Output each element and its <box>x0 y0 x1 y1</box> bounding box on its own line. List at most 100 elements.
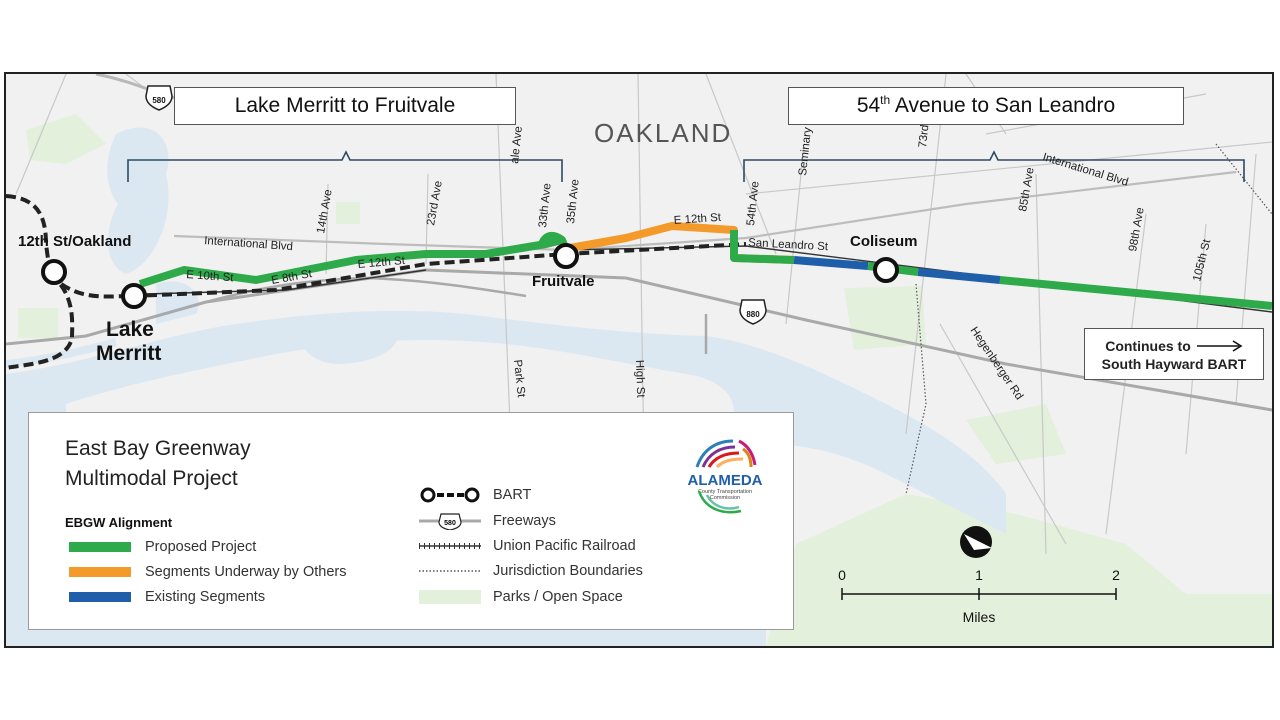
legend-item-existing: Existing Segments <box>69 587 265 607</box>
continues-line2: South Hayward BART <box>1101 356 1247 372</box>
alameda-ctc-logo: ALAMEDA County Transportation Commission <box>688 439 763 514</box>
street <box>745 141 1272 195</box>
street-label: 33th Ave <box>537 183 554 229</box>
stations-layer <box>41 243 899 309</box>
section-label-right-text: Avenue to San Leandro <box>890 94 1116 117</box>
station-12th-st[interactable] <box>41 259 67 285</box>
legend-alignment-heading: EBGW Alignment <box>65 515 173 530</box>
bracket-left <box>127 150 563 182</box>
street <box>15 74 67 195</box>
street-label: 35th Ave <box>565 179 582 225</box>
park-area <box>844 286 926 350</box>
station-label-lake-merritt-2: Merritt <box>96 342 161 365</box>
legend-title-line2: Multimodal Project <box>65 467 238 490</box>
park-swatch <box>419 590 481 604</box>
street-label: E 12th St <box>357 255 406 271</box>
station-lake-merritt[interactable] <box>121 283 147 309</box>
scale-bar <box>841 588 1117 600</box>
legend-item-underway: Segments Underway by Others <box>69 562 346 582</box>
legend-title-line1: East Bay Greenway <box>65 437 251 460</box>
arrow-right-icon <box>1196 340 1243 352</box>
freeway-shield-icon <box>145 85 173 111</box>
north-arrow-icon <box>960 526 992 558</box>
section-label-right-suffix: th <box>880 93 891 107</box>
park-area <box>26 114 106 164</box>
bart-segment <box>6 272 75 370</box>
section-label-left: Lake Merritt to Fruitvale <box>234 94 456 117</box>
bart-segment <box>131 242 747 298</box>
boundary-icon <box>419 570 481 572</box>
legend-item-parks: Parks / Open Space <box>419 587 623 607</box>
street-label: Park St <box>511 359 527 399</box>
station-fruitvale[interactable] <box>553 243 579 269</box>
street-label: Seminary <box>797 127 814 177</box>
legend-label: Union Pacific Railroad <box>493 538 636 554</box>
station-label-coliseum: Coliseum <box>850 233 918 250</box>
proposed-swatch <box>69 542 131 552</box>
park-area <box>966 404 1066 464</box>
legend-item-freeways: 580 Freeways <box>419 511 556 531</box>
freeway-icon: 580 <box>419 513 481 530</box>
street-label: E 12th St <box>673 212 722 227</box>
street-label: 54th Ave <box>745 181 762 227</box>
street <box>325 183 329 275</box>
proposed-segment-west <box>138 236 570 288</box>
underway-swatch <box>69 567 131 577</box>
jurisdiction-boundary <box>905 283 927 495</box>
shield-label: 880 <box>746 310 760 319</box>
scale-label: 1 <box>975 567 983 583</box>
park-area <box>766 494 1272 646</box>
continues-line1: Continues to <box>1105 338 1191 354</box>
freeway-shield-icon <box>739 299 767 325</box>
station-label-12th-st: 12th St/Oakland <box>18 233 131 250</box>
shield-label: 580 <box>152 96 166 105</box>
jurisdiction-boundary <box>1215 143 1272 215</box>
proposed-segment-west <box>538 231 565 246</box>
existing-segment <box>917 268 1001 284</box>
scale-unit: Miles <box>963 609 996 625</box>
street-label: High St <box>633 360 646 399</box>
logo-sub2: Commission <box>710 495 740 501</box>
station-label-fruitvale: Fruitvale <box>532 273 595 290</box>
street <box>705 74 777 255</box>
proposed-segment-east <box>730 230 795 264</box>
continues-box: Continues to South Hayward BART <box>1084 328 1264 380</box>
legend-item-proposed: Proposed Project <box>69 537 256 557</box>
legend-label: Proposed Project <box>145 539 257 555</box>
section-brackets <box>127 150 1245 182</box>
legend-label: Segments Underway by Others <box>145 564 347 580</box>
station-coliseum[interactable] <box>873 257 899 283</box>
scale-label: 2 <box>1112 567 1120 583</box>
legend-panel: East Bay Greenway Multimodal Project EBG… <box>28 412 794 630</box>
street-label: E 10th St <box>186 269 235 284</box>
section-box-left: Lake Merritt to Fruitvale <box>174 87 516 125</box>
water <box>300 313 399 364</box>
street-label: ale Ave <box>509 126 525 165</box>
railroad-icon <box>419 543 481 549</box>
scale-labels: 0 1 2 Miles <box>838 567 1120 625</box>
shield-580: 580 <box>145 85 173 111</box>
map-frame: 580 880 OAKLAND 12th St/Oakland Lake Mer… <box>4 72 1274 648</box>
park-area <box>336 202 360 224</box>
existing-swatch <box>69 592 131 602</box>
legend-label: Parks / Open Space <box>493 589 623 605</box>
existing-segment <box>793 256 869 270</box>
station-label-lake-merritt-1: Lake <box>106 318 154 341</box>
park-area <box>18 308 58 338</box>
ebgw-alignment <box>138 222 1272 310</box>
street-label: 73rd <box>917 124 931 148</box>
lake-merritt-water <box>107 127 169 274</box>
water <box>6 338 118 368</box>
street <box>939 323 1067 545</box>
logo-sub1: County Transportation <box>698 489 752 495</box>
shield-880: 880 <box>739 299 767 325</box>
international-blvd-road <box>173 170 1237 252</box>
street-label: San Leandro St <box>748 237 829 253</box>
section-box-right: 54th Avenue to San Leandro <box>788 87 1184 125</box>
legend-item-boundaries: Jurisdiction Boundaries <box>419 561 643 581</box>
legend-item-bart: BART <box>419 485 531 505</box>
svg-text:580: 580 <box>444 520 456 527</box>
legend-label: Freeways <box>493 513 556 529</box>
legend-item-railroad: Union Pacific Railroad <box>419 536 636 556</box>
section-label-right-number: 54 <box>856 94 881 117</box>
